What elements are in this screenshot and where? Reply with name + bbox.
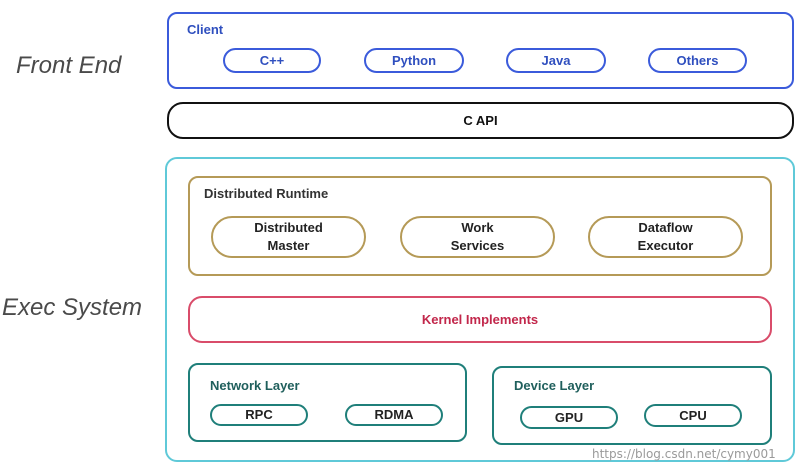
distributed-runtime-title: Distributed Runtime xyxy=(204,186,329,201)
rdma-node: RDMA xyxy=(345,404,443,426)
client-title: Client xyxy=(187,22,224,37)
cpu-node: CPU xyxy=(644,404,742,427)
exec-system-label: Exec System xyxy=(2,294,143,321)
front-end-label: Front End xyxy=(16,52,122,79)
c-api-bar: C API xyxy=(167,102,794,139)
client-item-java: Java xyxy=(506,48,606,73)
exec-system-panel xyxy=(165,157,795,462)
device-layer-panel: Device Layer GPU CPU xyxy=(492,366,772,445)
client-item-others: Others xyxy=(648,48,747,73)
gpu-node: GPU xyxy=(520,406,618,429)
kernel-implements-bar: Kernel Implements xyxy=(188,296,772,343)
network-layer-title: Network Layer xyxy=(210,378,300,393)
device-layer-title: Device Layer xyxy=(514,378,595,393)
rpc-node: RPC xyxy=(210,404,308,426)
network-layer-panel: Network Layer RPC RDMA xyxy=(188,363,467,442)
client-item-python: Python xyxy=(364,48,464,73)
client-panel: Client C++ Python Java Others xyxy=(167,12,794,89)
client-item-cpp: C++ xyxy=(223,48,321,73)
watermark-text: https://blog.csdn.net/cymy001 xyxy=(592,447,776,461)
